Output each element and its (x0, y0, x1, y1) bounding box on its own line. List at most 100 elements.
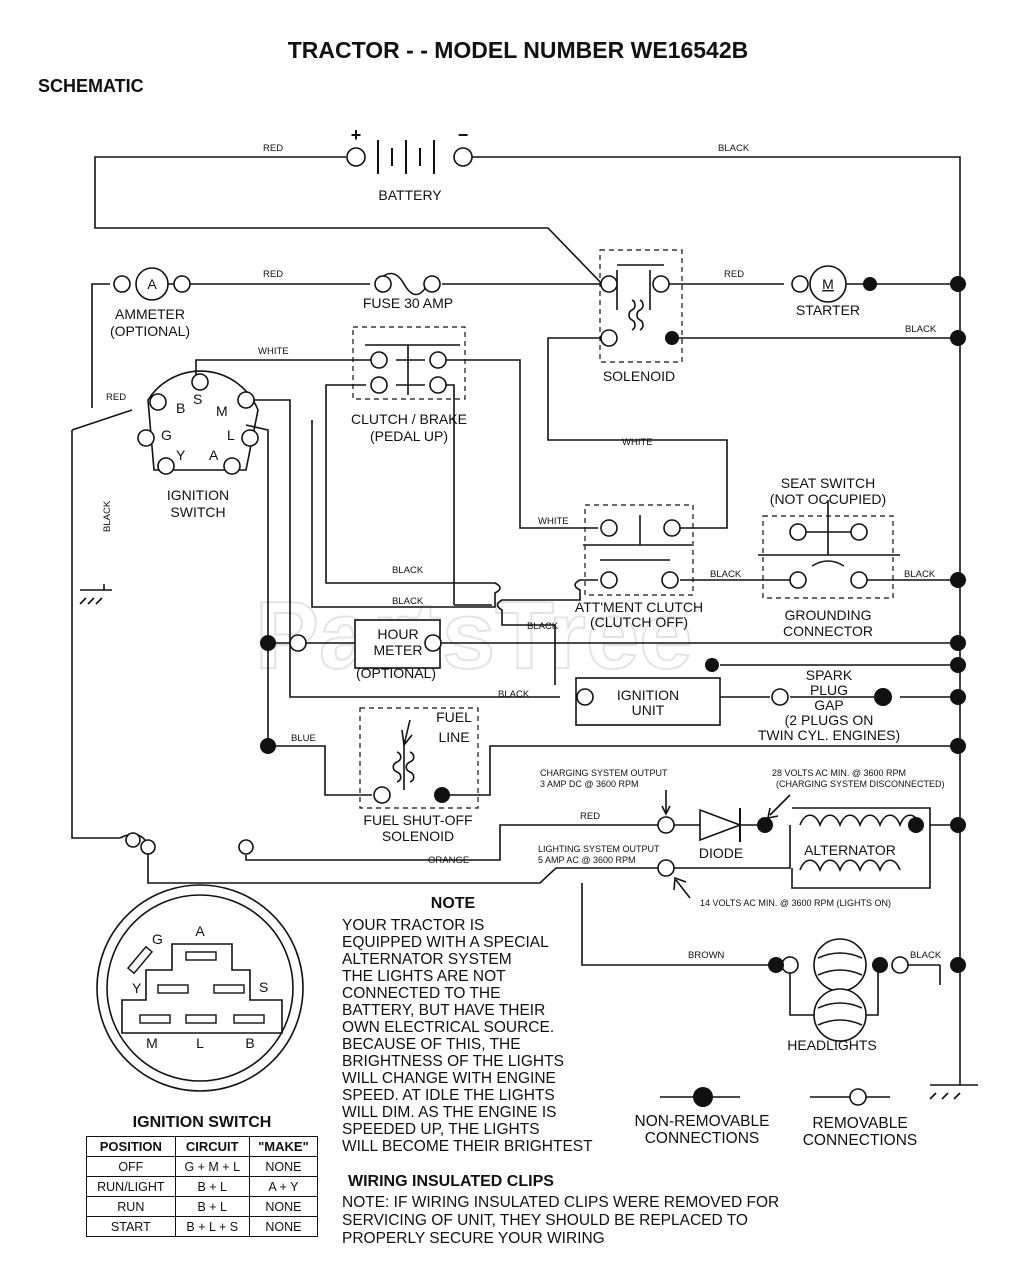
note-line: YOUR TRACTOR IS (342, 917, 484, 934)
table-row: OFF G + M + L NONE (86, 1156, 319, 1177)
clutch-brake-state: (PEDAL UP) (370, 428, 448, 444)
table-row: START B + L + S NONE (86, 1216, 319, 1237)
terminal-b: B (176, 400, 185, 416)
fuel-shutoff-label: FUEL SHUT-OFF (363, 812, 472, 828)
wire-white-mid: WHITE (622, 437, 653, 448)
wire-red-top: RED (263, 143, 283, 154)
wire-labels: RED BLACK RED RED BLACK WHITE RED BLACK … (102, 143, 942, 961)
hour-meter-label: HOUR (377, 626, 418, 642)
clips-line: PROPERLY SECURE YOUR WIRING (342, 1230, 605, 1247)
watermark: PartsTree (255, 582, 693, 689)
ammeter-optional: (OPTIONAL) (110, 323, 190, 339)
connection-legend: NON-REMOVABLE CONNECTIONS REMOVABLE CONN… (635, 1113, 918, 1149)
cell-position: RUN/LIGHT (86, 1176, 176, 1197)
meters: A M (135, 265, 847, 303)
charging-output-label: CHARGING SYSTEM OUTPUT (540, 768, 668, 778)
ignition-unit-label-2: UNIT (632, 702, 665, 718)
note-line: WILL CHANGE WITH ENGINE (342, 1070, 556, 1087)
clips-line: SERVICING OF UNIT, THEY SHOULD BE REPLAC… (342, 1212, 748, 1229)
connector-y: Y (132, 980, 142, 996)
clutch-brake-label: CLUTCH / BRAKE (351, 411, 467, 427)
grounding-label-2: CONNECTOR (783, 623, 873, 639)
wire-blue: BLUE (291, 733, 316, 744)
ignition-unit-label: IGNITION (617, 687, 679, 703)
wire-orange: ORANGE (428, 855, 469, 866)
battery-label: BATTERY (378, 187, 442, 203)
cell-make: NONE (248, 1196, 319, 1217)
wire-black-seat-right: BLACK (904, 569, 936, 580)
cell-make: NONE (248, 1216, 319, 1237)
component-labels: + − BATTERY A M METER (OPTIONAL) FUSE 30 A… (110, 125, 900, 1053)
legend-removable-2: CONNECTIONS (803, 1132, 918, 1149)
non-removable-connections (260, 276, 966, 1107)
spec-labels: CHARGING SYSTEM OUTPUT 3 AMP DC @ 3600 R… (538, 768, 945, 908)
terminal-y: Y (176, 447, 186, 463)
wire-red-ignition: RED (106, 392, 126, 403)
battery-negative: − (458, 125, 469, 145)
ignition-switch-label: IGNITION (167, 487, 229, 503)
clips-line: NOTE: IF WIRING INSULATED CLIPS WERE REM… (342, 1194, 779, 1211)
removable-connections (113, 147, 909, 1106)
fuel-line-label-2: LINE (438, 729, 469, 745)
note-block: NOTE YOUR TRACTOR IS EQUIPPED WITH A SPE… (342, 895, 593, 1155)
starter-symbol: M (822, 276, 834, 292)
volts28-label: 28 VOLTS AC MIN. @ 3600 RPM (772, 768, 906, 778)
connector-s: S (259, 979, 268, 995)
legend-non-removable-2: CONNECTIONS (645, 1130, 760, 1147)
section-title: SCHEMATIC (38, 76, 144, 96)
note-line: WILL BECOME THEIR BRIGHTEST (342, 1138, 593, 1155)
wire-red-diode: RED (580, 811, 600, 822)
lighting-output-label: LIGHTING SYSTEM OUTPUT (538, 844, 660, 854)
spark-label: SPARK (806, 667, 853, 683)
note-line: ALTERNATOR SYSTEM (342, 951, 512, 968)
note-line: SPEEDED UP, THE LIGHTS (342, 1121, 540, 1138)
battery-positive: + (351, 125, 362, 145)
cell-position: OFF (86, 1156, 176, 1177)
header-make: "MAKE" (248, 1136, 319, 1157)
fuel-shutoff-label-2: SOLENOID (382, 828, 454, 844)
attment-clutch-state: (CLUTCH OFF) (590, 614, 688, 630)
clips-note: WIRING INSULATED CLIPS NOTE: IF WIRING I… (342, 1173, 779, 1247)
cell-circuit: B + L (174, 1196, 250, 1217)
connector-l: L (196, 1035, 204, 1051)
cell-circuit: B + L (174, 1176, 250, 1197)
component-boxes (354, 619, 721, 726)
note-line: BRIGHTNESS OF THE LIGHTS (342, 1053, 564, 1070)
note-heading: NOTE (431, 895, 476, 912)
ignition-switch-table: POSITION CIRCUIT "MAKE" OFF G + M + L NO… (86, 1136, 319, 1237)
headlights (813, 938, 867, 1042)
seat-switch-label: SEAT SWITCH (781, 475, 875, 491)
spark-gap-label: GAP (814, 697, 844, 713)
wire-black-seat-left: BLACK (710, 569, 742, 580)
cell-position: RUN (86, 1196, 176, 1217)
ignition-connector-diagram: A G Y S M L B (96, 884, 304, 1092)
legend-non-removable: NON-REMOVABLE (635, 1113, 770, 1130)
note-line: BECAUSE OF THIS, THE (342, 1036, 521, 1053)
diode-label: DIODE (699, 845, 743, 861)
attment-clutch-label: ATT'MENT CLUTCH (575, 599, 703, 615)
volts14-label: 14 VOLTS AC MIN. @ 3600 RPM (LIGHTS ON) (700, 898, 891, 908)
header-circuit: CIRCUIT (174, 1136, 250, 1157)
fuse-label: FUSE 30 AMP (363, 295, 453, 311)
connector-a: A (195, 923, 205, 939)
wire-red-fuse: RED (263, 269, 283, 280)
grounding-label: GROUNDING (784, 607, 871, 623)
lighting-output-value: 5 AMP AC @ 3600 RPM (538, 855, 636, 865)
clips-heading: WIRING INSULATED CLIPS (348, 1173, 554, 1190)
connector-m: M (146, 1035, 158, 1051)
wire-black-clutch: BLACK (392, 565, 424, 576)
wires (71, 140, 978, 1100)
connector-g: G (152, 931, 163, 947)
wire-black-top: BLACK (718, 143, 750, 154)
headlights-label: HEADLIGHTS (787, 1037, 876, 1053)
hour-meter-label-2: METER (374, 642, 423, 658)
table-header-row: POSITION CIRCUIT "MAKE" (86, 1136, 319, 1157)
wire-white-top: WHITE (258, 346, 289, 357)
note-line: CONNECTED TO THE (342, 985, 500, 1002)
note-line: OWN ELECTRICAL SOURCE. (342, 1019, 554, 1036)
fuel-line-label: FUEL (436, 709, 472, 725)
page-title: TRACTOR - - MODEL NUMBER WE16542B (288, 37, 748, 63)
wire-black-attachment: BLACK (527, 621, 559, 632)
